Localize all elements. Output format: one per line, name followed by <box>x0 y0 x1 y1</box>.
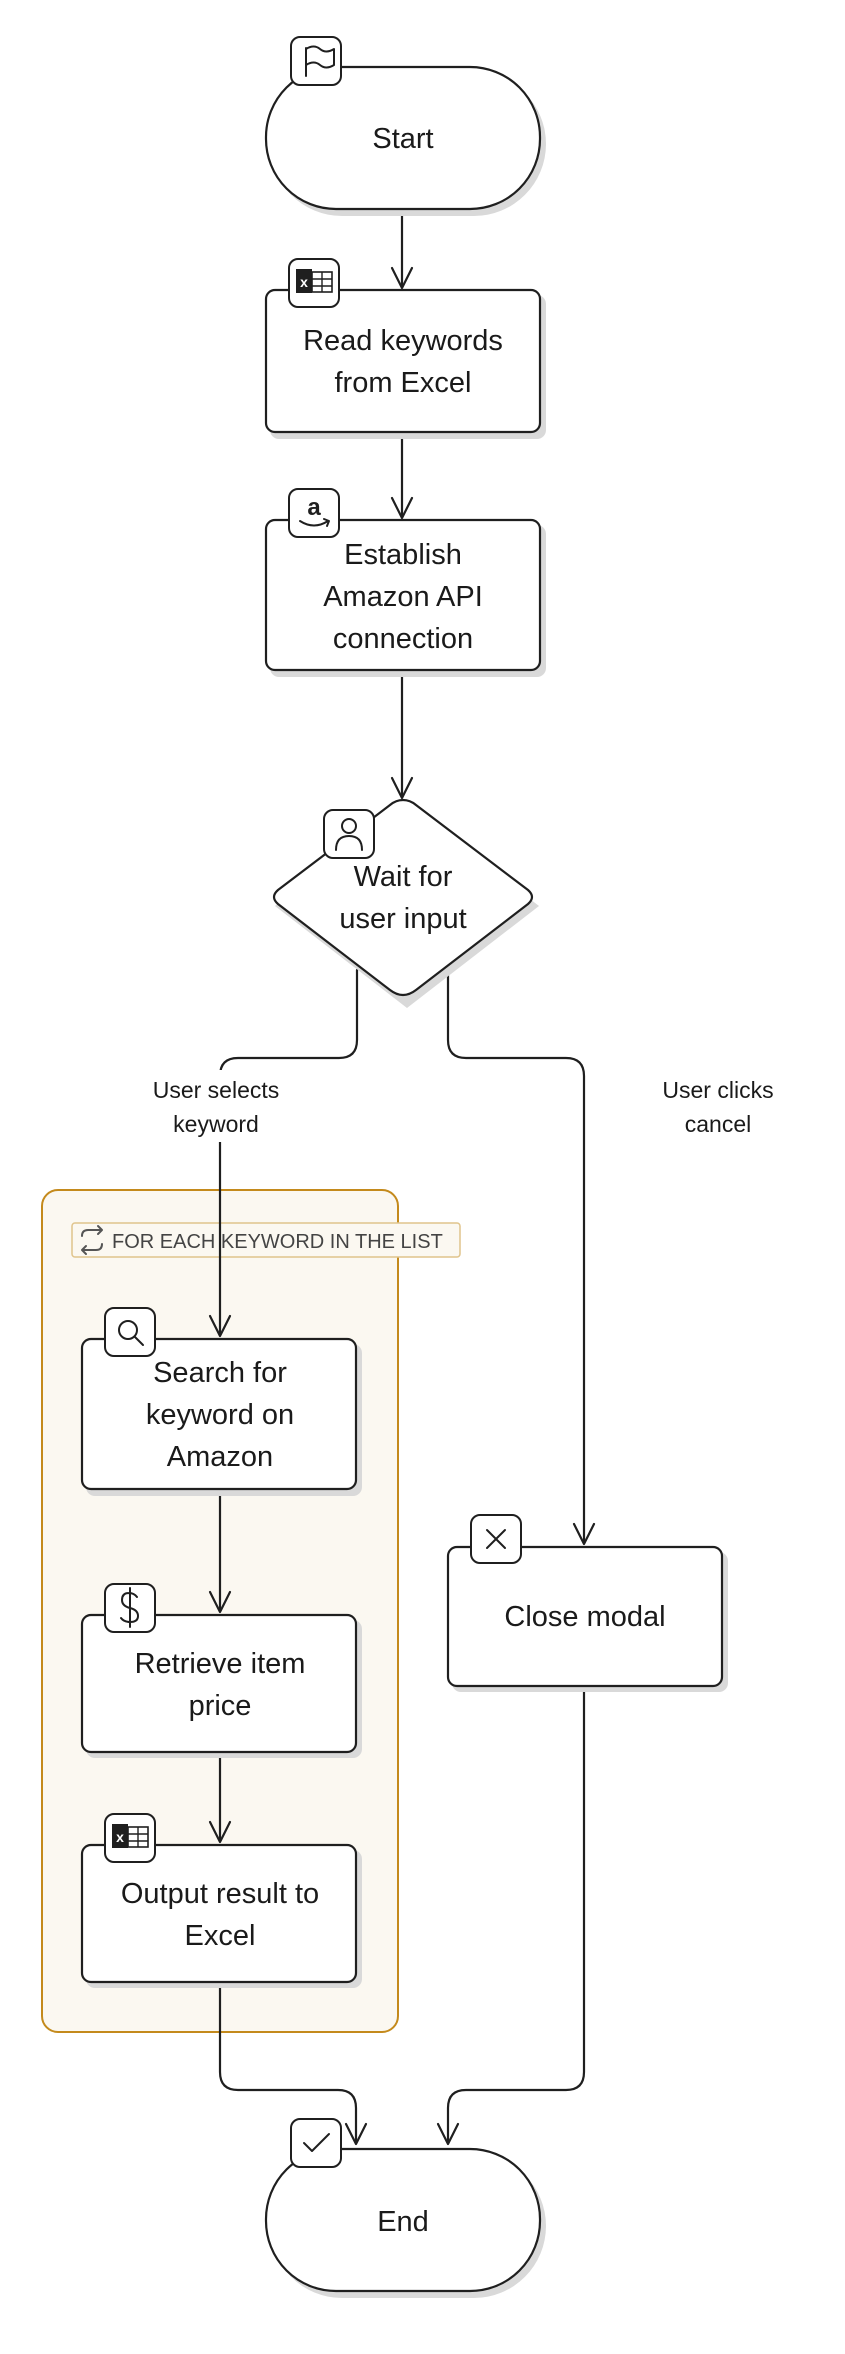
node-label: End <box>377 2206 429 2238</box>
node-label: keyword on <box>146 1399 294 1431</box>
amazon-icon: a <box>288 488 340 538</box>
node-label: Amazon <box>167 1441 273 1473</box>
repeat-icon <box>81 1225 103 1255</box>
node-start[interactable]: Start <box>264 36 546 216</box>
node-label: user input <box>339 903 466 935</box>
node-label: Wait for <box>354 861 453 893</box>
node-search-keyword[interactable]: Search for keyword on Amazon <box>80 1307 362 1496</box>
node-label: Output result to <box>121 1878 319 1910</box>
edge-wait-close <box>446 968 586 1544</box>
edges <box>208 213 596 2146</box>
loop-label: FOR EACH KEYWORD IN THE LIST <box>112 1231 443 1253</box>
edge-output-end <box>218 1980 358 2144</box>
flag-icon <box>290 36 342 86</box>
svg-text:x: x <box>300 274 308 290</box>
node-label: from Excel <box>335 367 472 399</box>
svg-text:x: x <box>116 1829 124 1845</box>
process-shape <box>80 1337 358 1491</box>
node-label: Search for <box>153 1357 287 1389</box>
node-label: Excel <box>185 1920 256 1952</box>
process-shape <box>264 288 542 434</box>
node-label: connection <box>333 623 473 655</box>
node-label: Read keywords <box>303 325 503 357</box>
svg-text:a: a <box>307 494 321 521</box>
decision-shape <box>272 798 534 997</box>
node-output-excel[interactable]: Output result to Excel x <box>80 1813 362 1988</box>
check-icon <box>290 2118 342 2168</box>
arrowhead <box>208 1820 232 1844</box>
excel-icon: x <box>288 258 340 308</box>
arrowhead <box>390 776 414 800</box>
arrowhead <box>344 2122 368 2146</box>
node-read-keywords[interactable]: Read keywords from Excel x <box>264 258 546 439</box>
process-shape <box>80 1613 358 1754</box>
terminal-shape <box>264 65 542 211</box>
dollar-icon <box>104 1583 156 1633</box>
node-label: Retrieve item <box>135 1648 306 1680</box>
arrowhead <box>572 1522 596 1546</box>
process-shape <box>80 1843 358 1984</box>
node-label: Start <box>372 123 433 155</box>
edge-label-line: cancel <box>685 1111 751 1137</box>
node-end[interactable]: End <box>264 2118 546 2298</box>
arrowhead <box>390 266 414 290</box>
arrowhead <box>436 2122 460 2146</box>
node-label: Amazon API <box>323 581 483 613</box>
edge-label-line: keyword <box>173 1111 259 1137</box>
node-close-modal[interactable]: Close modal <box>446 1514 728 1692</box>
edge-label-line: User selects <box>153 1077 280 1103</box>
edge-label-select: User selects keyword <box>132 1070 300 1142</box>
search-icon <box>104 1307 156 1357</box>
loop-tag <box>71 1222 461 1258</box>
excel-icon: x <box>104 1813 156 1863</box>
edge-wait-search <box>218 968 359 1336</box>
node-label: Establish <box>344 539 462 571</box>
terminal-shape <box>264 2147 542 2293</box>
arrowhead <box>208 1590 232 1614</box>
node-retrieve-price[interactable]: Retrieve item price <box>80 1583 362 1758</box>
user-icon <box>323 809 375 859</box>
edge-label-line: User clicks <box>662 1077 773 1103</box>
process-shape <box>446 1545 724 1688</box>
arrowhead <box>208 1314 232 1338</box>
node-establish-api[interactable]: Establish Amazon API connection a <box>264 488 546 677</box>
node-label: Close modal <box>504 1601 665 1633</box>
node-wait-input[interactable]: Wait for user input <box>272 798 539 1008</box>
process-shape <box>264 518 542 672</box>
arrowhead <box>390 496 414 520</box>
close-icon <box>470 1514 522 1564</box>
node-label: price <box>189 1690 252 1722</box>
edge-label-cancel: User clicks cancel <box>662 1077 773 1137</box>
edge-close-end <box>446 1684 586 2144</box>
